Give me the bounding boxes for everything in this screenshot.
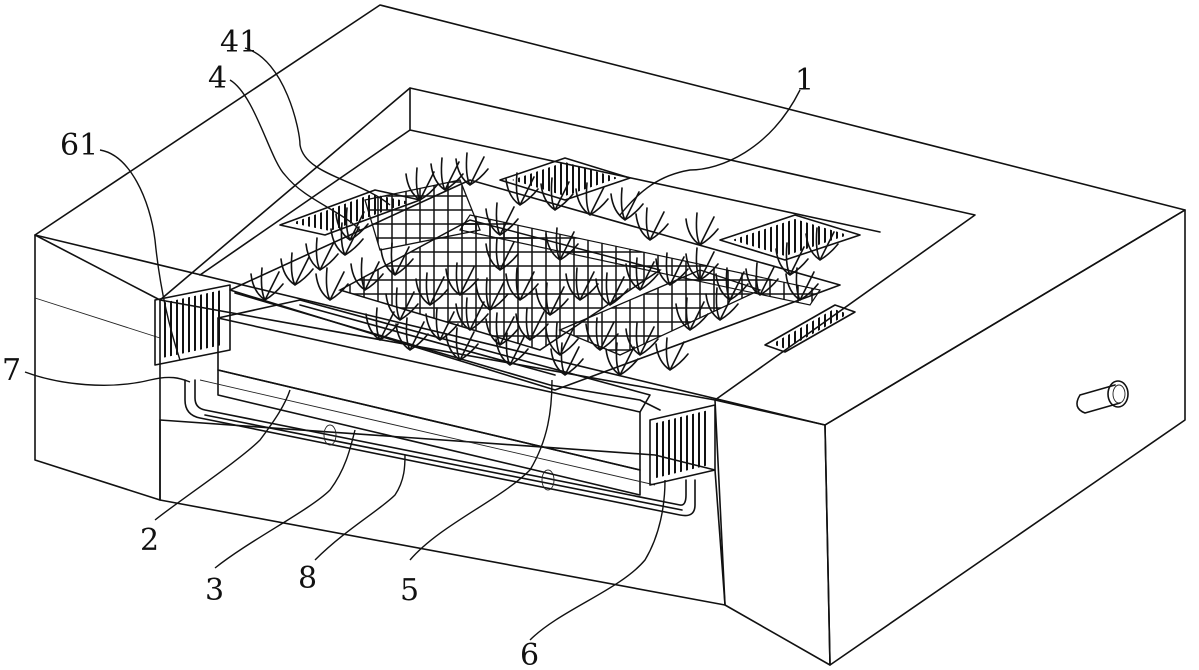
plant-tuft (350, 257, 384, 291)
plant-tuft (445, 327, 479, 361)
plant-tuft (305, 237, 339, 271)
plant-tuft (655, 337, 689, 371)
callout-1: 1 (795, 63, 814, 98)
plant-tuft (805, 227, 839, 261)
plant-tuft (250, 267, 284, 301)
plant-tuft (455, 297, 489, 331)
outlet-pipe (1076, 380, 1129, 414)
plant-tuft (405, 167, 439, 201)
plant-tuft (540, 177, 574, 211)
plant-tuft (505, 267, 539, 301)
grill-back-right (719, 214, 861, 261)
plant-tuft (685, 247, 719, 281)
plant-tuft (455, 152, 489, 186)
plant-tuft (635, 207, 669, 241)
plant-tuft (485, 312, 519, 346)
plants (250, 152, 839, 376)
plant-tuft (675, 297, 709, 331)
grill-right-front (649, 404, 716, 486)
plant-tuft (595, 272, 629, 306)
grill-left-front (154, 284, 231, 366)
plant-tuft (335, 207, 369, 241)
plant-tuft (535, 282, 569, 316)
plant-tuft (330, 222, 364, 256)
callout-41: 41 (220, 25, 258, 60)
callout-labels: 41 4 1 61 7 2 3 8 5 6 (2, 25, 814, 670)
plant-tuft (745, 262, 779, 296)
plant-tuft (495, 332, 529, 366)
plant-tuft (515, 307, 549, 341)
drain-pipe (184, 379, 696, 517)
callout-7: 7 (2, 353, 21, 388)
plant-tuft (625, 322, 659, 356)
recess (159, 87, 976, 606)
plant-tuft (315, 267, 349, 301)
callout-2: 2 (140, 523, 159, 558)
callout-4: 4 (208, 61, 227, 96)
leader-lines (24, 47, 801, 641)
callout-61: 61 (60, 128, 98, 163)
callout-5: 5 (400, 573, 419, 608)
plant-tuft (505, 172, 539, 206)
plant-tuft (380, 242, 414, 276)
plant-tuft (280, 252, 314, 286)
plant-tuft (475, 277, 509, 311)
plant-tuft (430, 157, 464, 191)
plant-tuft (395, 317, 429, 351)
plant-tuft (715, 267, 749, 301)
plant-tuft (365, 307, 399, 341)
plant-tuft (385, 287, 419, 321)
plant-tuft (425, 307, 459, 341)
callout-8: 8 (298, 561, 317, 596)
plant-tuft (610, 187, 644, 221)
plant-tuft (445, 262, 479, 296)
plant-tuft (545, 227, 579, 261)
plant-tuft (685, 212, 719, 246)
plant-tuft (485, 237, 519, 271)
plant-tuft (775, 242, 809, 276)
plant-tuft (625, 257, 659, 291)
plant-tuft (565, 267, 599, 301)
plant-tuft (545, 322, 579, 356)
plant-mesh (229, 179, 841, 411)
plant-tuft (705, 287, 739, 321)
callout-3: 3 (205, 573, 224, 608)
plant-tuft (605, 342, 639, 376)
plant-tuft (585, 317, 619, 351)
plant-tuft (575, 182, 609, 216)
plant-tuft (485, 202, 519, 236)
plant-tuft (550, 342, 584, 376)
plant-tuft (655, 252, 689, 286)
plant-tuft (785, 267, 819, 301)
plant-tuft (415, 272, 449, 306)
grill-right-side (764, 304, 856, 353)
callout-6: 6 (520, 638, 539, 670)
